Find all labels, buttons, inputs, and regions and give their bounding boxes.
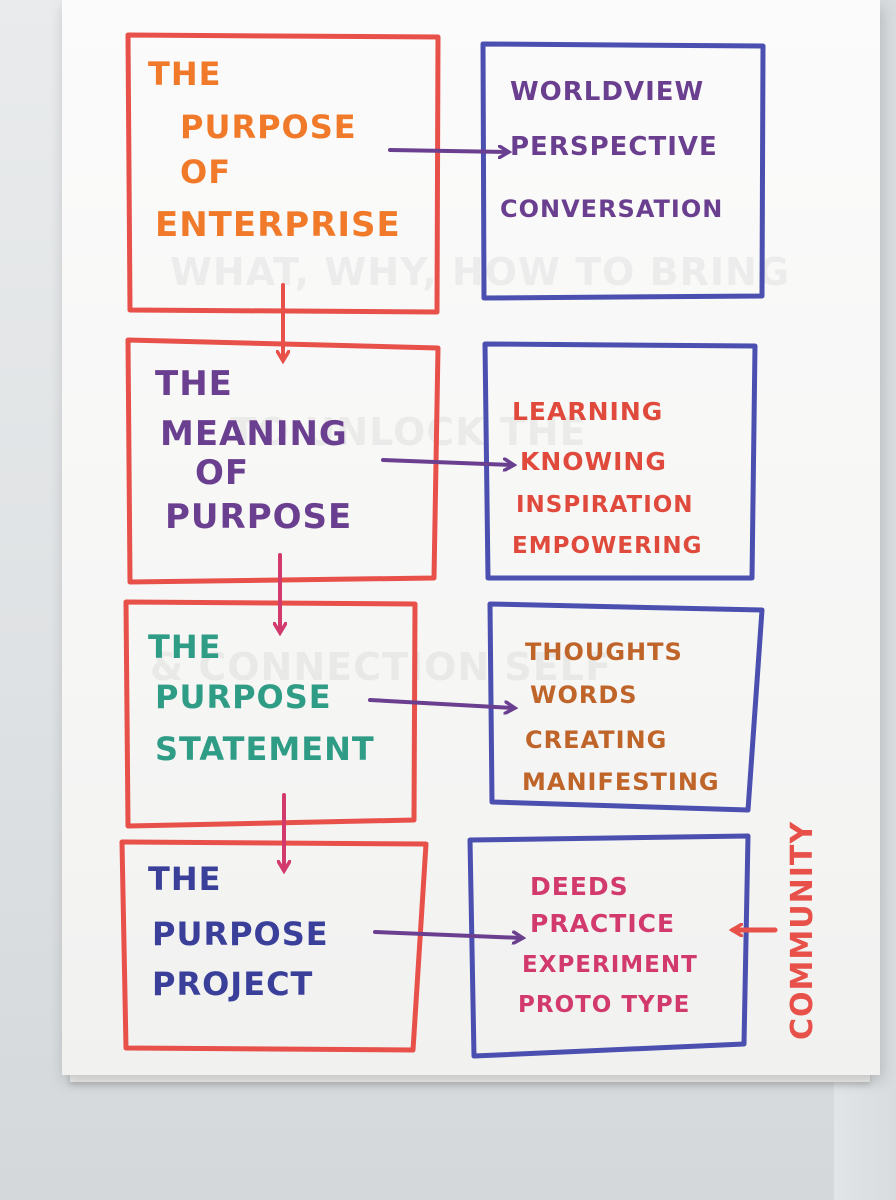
- row4-left-line3: PROJECT: [152, 965, 313, 1003]
- row2-left-line3: OF: [195, 453, 249, 493]
- flipchart-paper-edge: [70, 1072, 870, 1082]
- row4-left-line2: PURPOSE: [152, 915, 329, 953]
- box-purpose-statement: [123, 599, 418, 829]
- box-meaning-of-purpose: [125, 337, 441, 585]
- row1-right-line2: PERSPECTIVE: [510, 132, 718, 162]
- row2-right-line3: INSPIRATION: [516, 492, 694, 518]
- row1-left-line2: PURPOSE: [180, 108, 357, 146]
- row4-right-line4: PROTO TYPE: [518, 992, 690, 1018]
- arrow-right-row2: [381, 460, 513, 465]
- arrow-right-row1: [388, 150, 508, 152]
- row2-right-line2: KNOWING: [520, 447, 667, 476]
- row1-right-line3: CONVERSATION: [500, 195, 723, 223]
- arrow-right-row4: [373, 930, 522, 938]
- row3-left-line1: THE: [148, 628, 221, 666]
- box-purpose-project: [119, 839, 429, 1053]
- row3-left-line2: PURPOSE: [155, 678, 332, 716]
- row3-right-line3: CREATING: [525, 726, 667, 754]
- svg-text:TO UNLOCK THE: TO UNLOCK THE: [230, 410, 587, 454]
- community-label: COMMUNITY: [785, 821, 820, 1040]
- row3-left-line3: STATEMENT: [155, 730, 375, 768]
- row4-right-line1: DEEDS: [530, 872, 629, 901]
- svg-text:WHAT, WHY, HOW TO BRING: WHAT, WHY, HOW TO BRING: [170, 250, 790, 294]
- row2-left-line4: PURPOSE: [165, 497, 352, 537]
- box-thoughts: [487, 601, 765, 813]
- box-purpose-of-enterprise: [125, 32, 441, 315]
- row4-right-line3: EXPERIMENT: [522, 952, 698, 978]
- row2-right-line1: LEARNING: [512, 397, 663, 426]
- row4-left-line1: THE: [148, 860, 221, 898]
- row3-right-line4: MANIFESTING: [522, 768, 720, 796]
- row4-right-line2: PRACTICE: [530, 909, 675, 938]
- row3-right-line1: THOUGHTS: [525, 638, 683, 666]
- row2-left-line2: MEANING: [160, 414, 348, 454]
- arrow-right-row3: [368, 698, 514, 708]
- row2-right-line4: EMPOWERING: [512, 533, 703, 559]
- svg-text:& CONNECTION SELF: & CONNECTION SELF: [150, 645, 612, 689]
- row3-right-line2: WORDS: [530, 681, 638, 709]
- row1-left-line4: ENTERPRISE: [155, 205, 401, 245]
- box-learning: [482, 341, 758, 581]
- box-worldview: [480, 41, 766, 301]
- row1-right-line1: WORLDVIEW: [510, 77, 704, 107]
- box-deeds: [467, 833, 751, 1059]
- faint-background-writing: WHAT, WHY, HOW TO BRING TO UNLOCK THE & …: [150, 250, 790, 689]
- row1-left-line1: THE: [148, 55, 221, 93]
- row2-left-line1: THE: [155, 364, 233, 404]
- row1-left-line3: OF: [180, 153, 231, 191]
